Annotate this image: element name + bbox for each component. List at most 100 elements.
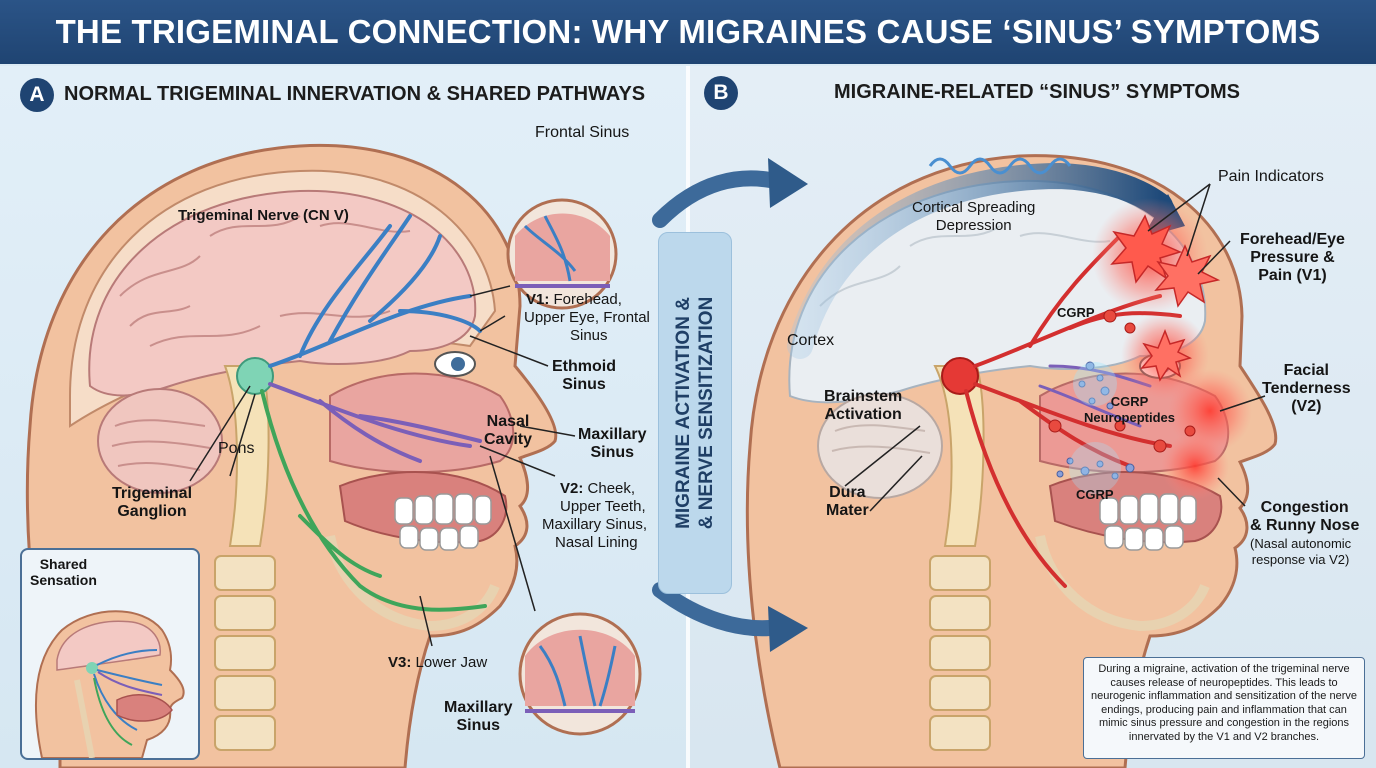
activated-nerves-b xyxy=(964,234,1182,588)
trigeminal-ganglion-a xyxy=(236,357,274,395)
maxillary-sinus-callout xyxy=(518,612,642,736)
summary-text: During a migraine, activation of the tri… xyxy=(1091,663,1357,743)
label-v2-line2: Upper Teeth, xyxy=(560,498,646,515)
panel-b-letter-badge: B xyxy=(704,76,738,110)
label-v1-line1: Forehead, xyxy=(553,291,622,308)
label-ethmoid-sinus: Ethmoid Sinus xyxy=(552,358,616,394)
label-brainstem-activation: Brainstem Activation xyxy=(824,388,902,424)
shared-sensation-inset: Shared Sensation xyxy=(20,548,200,760)
label-v3: V3: Lower Jaw xyxy=(388,654,487,672)
csd-arrow xyxy=(787,162,1173,359)
label-nasal-cavity: Nasal Cavity xyxy=(484,413,532,449)
label-v3-text: Lower Jaw xyxy=(415,654,488,671)
label-v2: V2: Cheek, Upper Teeth, Maxillary Sinus,… xyxy=(542,480,647,552)
label-nasal-line1: Nasal xyxy=(486,413,530,430)
summary-box: During a migraine, activation of the tri… xyxy=(1083,657,1365,759)
label-forehead-line2: Pressure & xyxy=(1250,249,1335,266)
label-forehead-eye-pain: Forehead/Eye Pressure & Pain (V1) xyxy=(1240,231,1345,285)
label-dura-mater: Dura Mater xyxy=(826,484,869,520)
inflammation-clusters xyxy=(1048,309,1196,453)
panel-a-letter-badge: A xyxy=(20,78,54,112)
label-maxillary-line2: Sinus xyxy=(590,444,635,461)
label-maxillary-sinus: Maxillary Sinus xyxy=(578,426,646,462)
label-facial-line1: Facial xyxy=(1283,362,1329,379)
label-congestion-line1: Congestion xyxy=(1260,499,1349,516)
nerve-v3-a xyxy=(260,389,487,612)
label-forehead-line1: Forehead/Eye xyxy=(1240,231,1345,248)
pain-star-1 xyxy=(1110,214,1183,284)
inset-illustration xyxy=(35,610,185,758)
label-brainstem-line2: Activation xyxy=(824,406,902,423)
label-csd-line2: Depression xyxy=(935,217,1012,234)
label-v2-prefix: V2: xyxy=(560,480,584,497)
label-v1-line3: Sinus xyxy=(570,327,608,344)
activated-ganglion-b xyxy=(941,357,979,395)
label-trigeminal-nerve: Trigeminal Nerve (CN V) xyxy=(178,207,349,224)
label-frontal-sinus: Frontal Sinus xyxy=(535,124,630,141)
pain-star-3 xyxy=(1140,328,1193,382)
label-forehead-line3: Pain (V1) xyxy=(1258,267,1327,284)
label-cgrp-bottom: CGRP xyxy=(1076,487,1114,502)
center-banner-text: MIGRAINE ACTIVATION & & NERVE SENSITIZAT… xyxy=(672,297,718,530)
label-dura-line2: Mater xyxy=(826,502,869,519)
panel-b-letter: B xyxy=(713,81,729,104)
label-cortex: Cortex xyxy=(787,332,835,349)
neuropeptide-dots xyxy=(1056,361,1135,480)
label-ganglion-line1: Trigeminal xyxy=(112,485,193,502)
label-v1-prefix: V1: xyxy=(526,291,550,308)
label-autonomic-line1: (Nasal autonomic xyxy=(1250,536,1352,551)
label-autonomic-line2: response via V2) xyxy=(1251,552,1350,567)
label-v2-line1: Cheek, xyxy=(587,480,636,497)
arrow-bottom xyxy=(652,582,778,637)
panel-a-letter: A xyxy=(29,83,45,106)
center-banner: MIGRAINE ACTIVATION & & NERVE SENSITIZAT… xyxy=(658,232,732,594)
label-v2-line3: Maxillary Sinus, xyxy=(542,516,648,533)
label-v1: V1: Forehead, Upper Eye, Frontal Sinus xyxy=(524,291,650,345)
nerve-v1-a xyxy=(268,214,482,368)
label-maxillary-sinus-bottom: Maxillary Sinus xyxy=(444,699,512,735)
label-cgrp-neuropeptides: CGRP Neuropeptides xyxy=(1084,394,1175,426)
label-ethmoid-line1: Ethmoid xyxy=(552,358,616,375)
center-banner-line1: MIGRAINE ACTIVATION & xyxy=(673,297,694,529)
pain-star-2 xyxy=(1154,244,1221,308)
inset-label-line2: Sensation xyxy=(30,572,97,588)
label-congestion-line2: & Runny Nose xyxy=(1250,517,1360,534)
label-nasal-autonomic: (Nasal autonomic response via V2) xyxy=(1250,536,1351,568)
label-maxillary-line1: Maxillary xyxy=(578,426,647,443)
label-facial-line2: Tenderness xyxy=(1262,380,1351,397)
panel-a: A NORMAL TRIGEMINAL INNERVATION & SHARED… xyxy=(0,66,686,768)
pain-glow-nose xyxy=(1161,432,1229,500)
label-facial-tenderness: Facial Tenderness (V2) xyxy=(1262,362,1351,416)
label-v1-line2: Upper Eye, Frontal xyxy=(524,309,650,326)
label-cgrp-mid: CGRP xyxy=(1110,394,1149,409)
label-maxillary-bottom-line1: Maxillary xyxy=(444,699,513,716)
center-arrows xyxy=(652,158,808,652)
anatomy-illustration-b xyxy=(745,154,1278,768)
label-ganglion-line2: Ganglion xyxy=(117,503,187,520)
panel-b-heading: MIGRAINE-RELATED “SINUS” SYMPTOMS xyxy=(834,81,1240,103)
label-nasal-line2: Cavity xyxy=(484,431,533,448)
page-title: THE TRIGEMINAL CONNECTION: WHY MIGRAINES… xyxy=(55,13,1321,50)
title-bar: THE TRIGEMINAL CONNECTION: WHY MIGRAINES… xyxy=(0,0,1376,64)
spine-b xyxy=(929,555,991,751)
label-ethmoid-line2: Sinus xyxy=(562,376,606,393)
frontal-sinus-callout xyxy=(506,198,618,310)
label-dura-line1: Dura xyxy=(829,484,866,501)
label-pons: Pons xyxy=(218,440,255,457)
csd-wave xyxy=(928,157,1072,175)
center-banner-line2: & NERVE SENSITIZATION xyxy=(696,296,717,530)
label-neuropeptides: Neuropeptides xyxy=(1084,410,1176,425)
panel-a-heading: NORMAL TRIGEMINAL INNERVATION & SHARED P… xyxy=(64,83,646,105)
label-facial-line3: (V2) xyxy=(1291,398,1322,415)
teeth-a xyxy=(394,493,492,551)
inset-label-line1: Shared xyxy=(39,556,88,572)
label-v2-line4: Nasal Lining xyxy=(555,534,638,551)
label-csd-line1: Cortical Spreading xyxy=(912,199,1036,216)
label-pain-indicators: Pain Indicators xyxy=(1218,168,1324,185)
label-cortical-spreading-depression: Cortical Spreading Depression xyxy=(912,199,1035,235)
arrow-top xyxy=(652,170,778,228)
label-trigeminal-ganglion: Trigeminal Ganglion xyxy=(112,485,192,521)
label-congestion-runny-nose: Congestion & Runny Nose xyxy=(1250,499,1359,535)
spine-a xyxy=(214,555,276,751)
